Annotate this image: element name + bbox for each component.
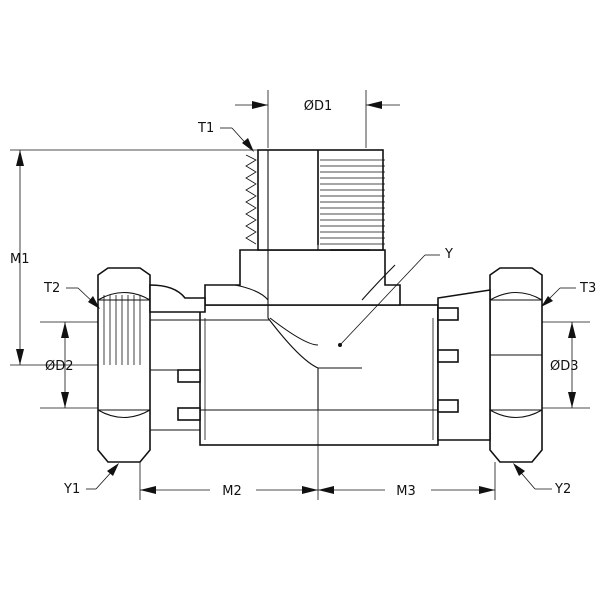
label-t3: T3 bbox=[579, 281, 596, 296]
right-swivel-nut bbox=[437, 267, 543, 463]
label-y2: Y2 bbox=[554, 482, 571, 497]
label-m3: M3 bbox=[396, 484, 416, 499]
label-m1: M1 bbox=[10, 252, 30, 267]
top-thread bbox=[245, 150, 385, 251]
label-y1: Y1 bbox=[63, 482, 80, 497]
label-t2: T2 bbox=[43, 281, 60, 296]
label-y: Y bbox=[444, 247, 453, 262]
dimension-d2: ØD2 bbox=[40, 321, 98, 409]
left-swivel-nut bbox=[97, 267, 206, 463]
tee-body bbox=[145, 149, 439, 446]
callout-t2: T2 bbox=[43, 281, 100, 309]
label-d2: ØD2 bbox=[45, 359, 74, 374]
dimension-d3: ØD3 bbox=[542, 321, 590, 409]
dimension-m2-m3: M2 M3 bbox=[139, 462, 496, 500]
callout-y1: Y1 bbox=[63, 463, 119, 497]
callout-t3: T3 bbox=[541, 281, 596, 307]
label-t1: T1 bbox=[197, 121, 214, 136]
dimension-d1: ØD1 bbox=[235, 90, 400, 148]
callout-y: Y bbox=[338, 247, 453, 347]
label-d3: ØD3 bbox=[550, 359, 579, 374]
callout-t1: T1 bbox=[197, 121, 254, 152]
label-m2: M2 bbox=[222, 484, 242, 499]
callout-y2: Y2 bbox=[513, 463, 571, 497]
dimension-m1: M1 bbox=[10, 149, 258, 366]
label-d1: ØD1 bbox=[304, 99, 333, 114]
